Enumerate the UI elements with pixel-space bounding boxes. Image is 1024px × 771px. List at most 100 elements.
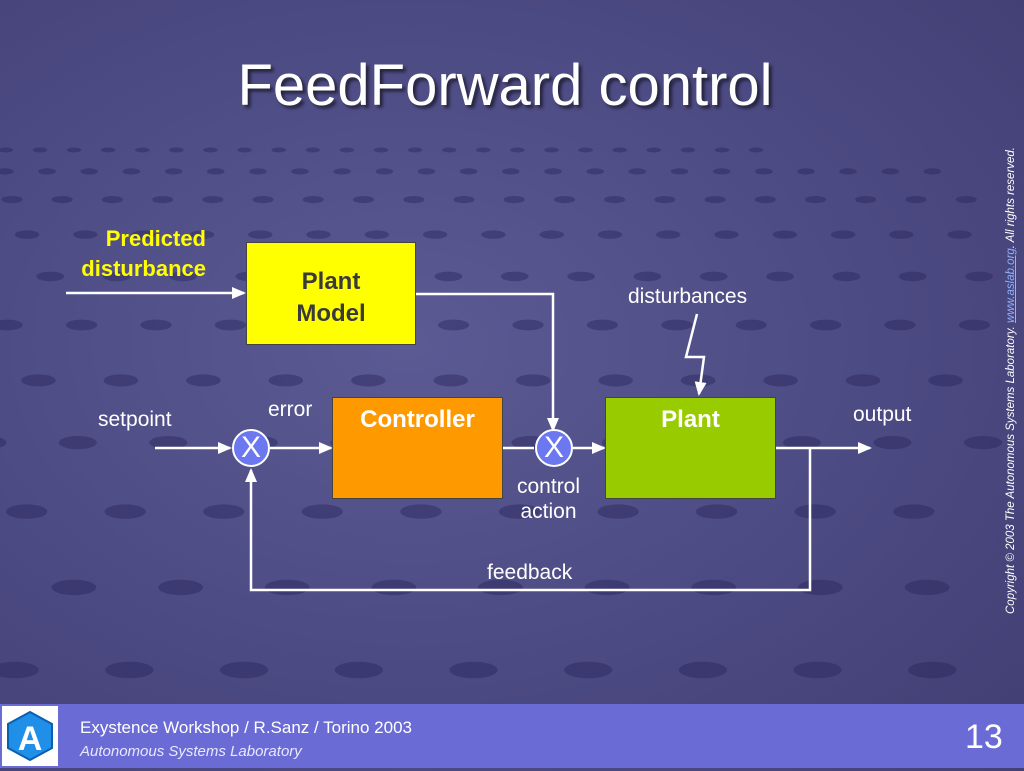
bg-dot xyxy=(434,271,463,282)
plant-model-to-sum2-arrow xyxy=(416,292,559,432)
bg-dot xyxy=(459,168,478,175)
bg-dot xyxy=(220,661,269,679)
bg-dot xyxy=(500,271,529,282)
bg-dot xyxy=(578,147,593,153)
bg-dot xyxy=(873,436,912,450)
error-label: error xyxy=(268,398,313,421)
bg-dot xyxy=(958,319,991,331)
setpoint-label: setpoint xyxy=(98,408,172,431)
bg-dot xyxy=(214,319,246,331)
feedback-loop-arrow xyxy=(245,448,812,592)
bg-dot xyxy=(249,168,267,175)
bg-dot xyxy=(567,271,595,282)
bg-dot xyxy=(755,168,773,175)
bg-dot xyxy=(695,504,738,519)
bg-dot xyxy=(14,230,40,239)
disturbances-label: disturbances xyxy=(628,285,748,308)
bg-dot xyxy=(135,147,150,153)
bg-dot xyxy=(893,504,935,519)
bg-dot xyxy=(586,319,619,331)
feedback-label: feedback xyxy=(487,561,573,584)
bg-dot xyxy=(564,661,613,679)
bg-dot xyxy=(271,147,286,153)
bg-dot xyxy=(268,374,304,387)
bg-dot xyxy=(680,147,696,153)
bg-dot xyxy=(375,168,394,175)
bg-dot xyxy=(21,374,56,387)
logo-letter: A xyxy=(18,720,43,758)
controller-block: Controller xyxy=(332,397,503,499)
bg-dot xyxy=(515,374,551,387)
bg-dot xyxy=(400,504,442,519)
bg-dot xyxy=(333,168,352,175)
bg-dot xyxy=(169,271,197,282)
bg-dot xyxy=(5,504,48,519)
bg-dot xyxy=(597,230,623,239)
bg-dot xyxy=(646,147,661,153)
bg-dot xyxy=(305,147,320,153)
bg-dot xyxy=(502,168,520,175)
plant-model-line-1: Plant xyxy=(301,267,361,295)
bg-dot xyxy=(923,168,942,175)
bg-dot xyxy=(598,374,633,387)
bg-dot xyxy=(586,168,604,175)
bg-dot xyxy=(438,319,470,331)
bg-dot xyxy=(149,436,188,450)
bg-dot xyxy=(104,504,146,519)
bg-dot xyxy=(206,168,225,175)
logo-icon: A xyxy=(7,710,53,762)
bg-dot xyxy=(544,168,562,175)
bg-dot xyxy=(735,319,767,331)
bg-dot xyxy=(712,168,731,175)
bg-dot xyxy=(1,196,23,204)
bg-dot xyxy=(805,196,826,204)
footer-lab-text: Autonomous Systems Laboratory xyxy=(80,743,302,760)
bg-dot xyxy=(772,230,797,239)
bg-dot xyxy=(66,147,82,153)
bg-dot xyxy=(101,196,123,204)
bg-dot xyxy=(481,230,506,239)
plant-model-block: Plant Model xyxy=(246,242,416,345)
bg-dot xyxy=(403,196,425,204)
bg-dot xyxy=(373,147,389,153)
bg-dot xyxy=(810,319,842,331)
bg-dot xyxy=(202,196,224,204)
bg-dot xyxy=(38,168,56,175)
bg-dot xyxy=(301,504,343,519)
bg-dot xyxy=(604,196,626,204)
controller-label: Controller xyxy=(360,406,475,433)
bg-dot xyxy=(407,147,423,153)
bg-dot xyxy=(101,147,116,153)
bg-dot xyxy=(670,168,689,175)
control-action-line-1: control xyxy=(517,475,581,498)
bg-dot xyxy=(351,374,386,387)
bg-dot xyxy=(964,436,1002,450)
bg-dot xyxy=(539,230,564,239)
bg-dot xyxy=(544,147,559,153)
bg-dot xyxy=(334,661,383,679)
bg-dot xyxy=(553,196,575,204)
bg-dot xyxy=(832,271,861,282)
page-number: 13 xyxy=(965,718,1003,756)
bg-dot xyxy=(51,196,73,204)
bg-dot xyxy=(353,196,374,204)
bg-dot xyxy=(503,196,525,204)
bg-dot xyxy=(656,230,681,239)
bg-dot xyxy=(189,230,215,239)
bg-dot xyxy=(794,504,836,519)
predicted-disturbance-label: Predicted disturbance xyxy=(40,224,206,284)
bg-dot xyxy=(203,147,218,153)
bg-dot xyxy=(754,196,776,204)
bg-dot xyxy=(417,168,436,175)
bg-dot xyxy=(704,196,726,204)
bg-dot xyxy=(884,319,916,331)
bg-dot xyxy=(169,147,184,153)
bg-dot xyxy=(633,271,662,282)
bg-dot xyxy=(80,168,98,175)
bg-dot xyxy=(628,168,647,175)
bg-dot xyxy=(793,661,842,679)
bg-dot xyxy=(186,374,221,387)
summing-node-control: X xyxy=(535,429,573,467)
bg-dot xyxy=(498,504,541,519)
bg-dot xyxy=(947,230,972,239)
